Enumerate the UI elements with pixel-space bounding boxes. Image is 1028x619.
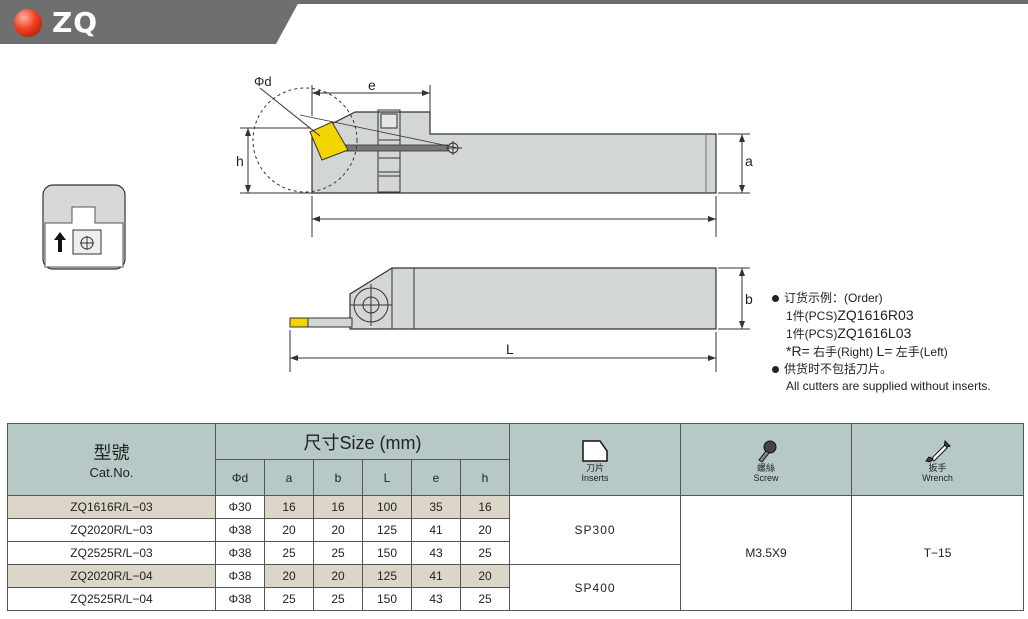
cat-no: ZQ2020R/L−03 [7, 518, 216, 542]
supply-note-cn: 供货时不包括刀片。 [784, 362, 893, 376]
cell-L: 100 [362, 495, 412, 519]
page-title: ZQ [52, 6, 99, 39]
top-view [240, 85, 750, 237]
side-view [289, 267, 750, 372]
header-tab [0, 0, 300, 44]
label-phi-d: Φd [254, 74, 272, 89]
cell-b: 20 [313, 518, 363, 542]
cell-e: 41 [411, 564, 461, 588]
wrench-value: T−15 [851, 495, 1025, 611]
screw-header: 螺絲 Screw [680, 423, 853, 496]
cat-no: ZQ2525R/L−04 [7, 587, 216, 611]
screw-icon [758, 440, 777, 463]
catno-header-cn: 型號 [93, 443, 130, 463]
cell-e: 43 [411, 587, 461, 611]
label-a: a [745, 153, 753, 169]
insert-sp300: SP300 [509, 495, 682, 565]
col-header-d: Φd [215, 459, 265, 496]
inserts-label-en: Inserts [581, 472, 609, 483]
screw-value: M3.5X9 [680, 495, 853, 611]
cell-a: 25 [264, 541, 314, 565]
tool-drawing: Φd e h a b L [42, 74, 753, 372]
col-header-b: b [313, 459, 363, 496]
wrench-header: 扳手 Wrench [851, 423, 1025, 496]
r-text: 右手(Right) [813, 345, 874, 359]
spec-table: 型號 Cat.No. 尺寸Size (mm) 刀片 Inserts 螺絲 Scr… [7, 423, 1025, 611]
cell-d: Φ30 [215, 495, 265, 519]
cat-no: ZQ1616R/L−03 [7, 495, 216, 519]
cell-a: 16 [264, 495, 314, 519]
order-notes: 订货示例：(Order) 1件(PCS)ZQ1616R03 1件(PCS)ZQ1… [772, 290, 991, 395]
insert-icon [582, 439, 608, 462]
cell-e: 35 [411, 495, 461, 519]
bullet-icon [772, 366, 779, 374]
catno-header-en: Cat.No. [89, 465, 134, 480]
cell-L: 125 [362, 564, 412, 588]
cell-b: 25 [313, 541, 363, 565]
cell-a: 25 [264, 587, 314, 611]
cell-e: 41 [411, 518, 461, 542]
wrench-label-cn: 扳手 [928, 462, 947, 473]
cell-e: 43 [411, 541, 461, 565]
label-L: L [506, 341, 514, 357]
label-b: b [745, 291, 753, 307]
inserts-label-cn: 刀片 [586, 462, 605, 473]
label-h: h [236, 153, 244, 169]
col-header-L: L [362, 459, 412, 496]
red-ball-icon [14, 9, 42, 37]
cell-d: Φ38 [215, 587, 265, 611]
l-text: 左手(Left) [895, 345, 948, 359]
cell-h: 25 [459, 541, 511, 565]
cell-b: 16 [313, 495, 363, 519]
cell-a: 20 [264, 564, 314, 588]
cell-d: Φ38 [215, 564, 265, 588]
insert-sp400: SP400 [509, 564, 682, 611]
supply-note-en: All cutters are supplied without inserts… [786, 379, 991, 393]
cell-L: 150 [362, 541, 412, 565]
cell-L: 150 [362, 587, 412, 611]
size-header: 尺寸Size (mm) [214, 423, 511, 460]
cell-a: 20 [264, 518, 314, 542]
inserts-header: 刀片 Inserts [509, 423, 682, 496]
cell-d: Φ38 [215, 518, 265, 542]
table-row: ZQ1616R/L−03 Φ30 16 16 100 35 16 SP300 M… [7, 495, 1025, 611]
catno-header: 型號 Cat.No. [7, 423, 216, 496]
wrench-label-en: Wrench [922, 472, 953, 483]
pcs-prefix-2: 1件(PCS) [786, 327, 838, 341]
order-label: 订货示例：(Order) [784, 291, 883, 305]
cat-no: ZQ2020R/L−04 [7, 564, 216, 588]
bullet-icon [772, 295, 779, 303]
screw-label-en: Screw [753, 472, 779, 483]
order-example-1: ZQ1616R03 [837, 307, 914, 323]
label-e: e [368, 77, 376, 93]
cell-b: 25 [313, 587, 363, 611]
screw-label-cn: 螺絲 [757, 462, 776, 473]
order-example-2: ZQ1616L03 [837, 325, 912, 341]
cell-h: 16 [459, 495, 511, 519]
pcs-prefix-1: 1件(PCS) [786, 309, 838, 323]
wrench-icon [924, 439, 951, 463]
cell-b: 20 [313, 564, 363, 588]
cell-d: Φ38 [215, 541, 265, 565]
cat-no: ZQ2525R/L−03 [7, 541, 216, 565]
l-symbol: L= [876, 343, 893, 359]
cell-L: 125 [362, 518, 412, 542]
top-rule [0, 0, 1028, 4]
cell-h: 25 [459, 587, 511, 611]
cell-h: 20 [459, 518, 511, 542]
col-header-h: h [459, 459, 511, 496]
cell-h: 20 [459, 564, 511, 588]
col-header-a: a [264, 459, 314, 496]
orientation-icon [42, 184, 126, 270]
col-header-e: e [411, 459, 461, 496]
r-symbol: *R= [786, 343, 810, 359]
